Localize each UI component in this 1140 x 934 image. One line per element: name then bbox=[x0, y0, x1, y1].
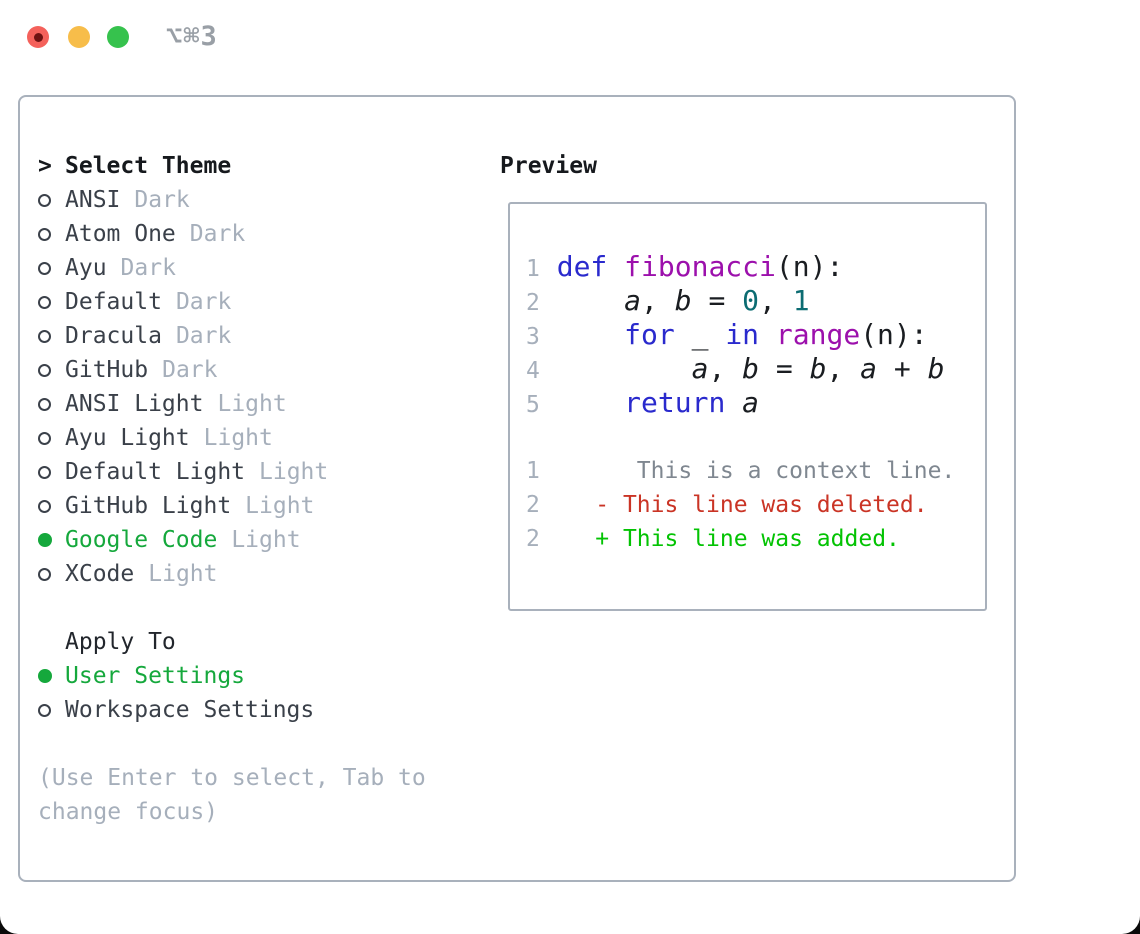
theme-variant: Light bbox=[203, 425, 273, 451]
theme-option-ansi[interactable]: ANSI Dark bbox=[38, 183, 483, 217]
code-line: 3 for _ in range(n): bbox=[526, 318, 928, 351]
radio-icon bbox=[38, 363, 65, 377]
code-line: 1 def fibonacci(n): bbox=[526, 250, 844, 283]
radio-icon bbox=[38, 703, 65, 717]
theme-variant: Dark bbox=[175, 289, 232, 315]
select-theme-label: Select Theme bbox=[65, 153, 232, 179]
theme-option-atom-one[interactable]: Atom One Dark bbox=[38, 217, 483, 251]
code-line: 4 a, b = b, a + b bbox=[526, 352, 945, 385]
theme-option-dracula[interactable]: Dracula Dark bbox=[38, 319, 483, 353]
theme-option-default-light[interactable]: Default Light Light bbox=[38, 455, 483, 489]
theme-option-ayu[interactable]: Ayu Dark bbox=[38, 251, 483, 285]
theme-name: ANSI Light bbox=[65, 391, 204, 417]
theme-option-xcode[interactable]: XCode Light bbox=[38, 557, 483, 591]
unsaved-dot-icon bbox=[33, 32, 43, 42]
titlebar: ⌥⌘3 bbox=[0, 0, 1140, 72]
theme-variant: Dark bbox=[134, 187, 190, 213]
theme-name: GitHub bbox=[65, 357, 149, 383]
apply-target-name: Workspace Settings bbox=[65, 697, 315, 723]
theme-name: GitHub Light bbox=[65, 493, 232, 519]
window-title-shortcut: ⌥⌘3 bbox=[166, 21, 218, 52]
minimize-button[interactable] bbox=[68, 26, 90, 48]
code-line: 2 a, b = 0, 1 bbox=[526, 284, 810, 317]
apply-to-label: Apply To bbox=[65, 629, 176, 655]
theme-variant: Light bbox=[231, 527, 301, 553]
radio-icon bbox=[38, 431, 65, 445]
theme-name: Atom One bbox=[65, 221, 176, 247]
theme-variant: Light bbox=[245, 493, 315, 519]
radio-icon bbox=[38, 295, 65, 309]
theme-name: ANSI bbox=[65, 187, 121, 213]
diff-line: 2 + This line was added. bbox=[526, 526, 900, 552]
zoom-button[interactable] bbox=[107, 26, 129, 48]
theme-name: Ayu Light bbox=[65, 425, 190, 451]
theme-option-github[interactable]: GitHub Dark bbox=[38, 353, 483, 387]
theme-variant: Dark bbox=[162, 357, 218, 383]
select-theme-header: > Select Theme bbox=[38, 149, 483, 183]
radio-selected-icon bbox=[38, 669, 65, 683]
radio-icon bbox=[38, 193, 65, 207]
radio-icon bbox=[38, 227, 65, 241]
diff-preview: 1 This is a context line. 2 - This line w… bbox=[526, 454, 955, 556]
radio-selected-icon bbox=[38, 533, 65, 547]
theme-name: XCode bbox=[65, 561, 135, 587]
theme-name: Dracula bbox=[65, 323, 162, 349]
theme-name: Default bbox=[65, 289, 162, 315]
radio-icon bbox=[38, 465, 65, 479]
theme-name: Ayu bbox=[65, 255, 107, 281]
code-line: 5 return a bbox=[526, 386, 760, 419]
close-button[interactable] bbox=[27, 26, 49, 48]
apply-to-header: Apply To bbox=[38, 625, 483, 659]
theme-variant: Light bbox=[148, 561, 218, 587]
apply-target-option-user-settings[interactable]: User Settings bbox=[38, 659, 483, 693]
theme-variant: Dark bbox=[120, 255, 176, 281]
theme-variant: Light bbox=[217, 391, 287, 417]
radio-icon bbox=[38, 261, 65, 275]
spacer bbox=[38, 591, 483, 625]
apply-target-option-workspace-settings[interactable]: Workspace Settings bbox=[38, 693, 483, 727]
help-hint: (Use Enter to select, Tab to change focu… bbox=[38, 765, 426, 825]
radio-icon bbox=[38, 567, 65, 581]
theme-variant: Light bbox=[259, 459, 329, 485]
theme-variant: Dark bbox=[189, 221, 246, 247]
cursor-caret-icon: > bbox=[38, 153, 52, 179]
theme-option-google-code[interactable]: Google Code Light bbox=[38, 523, 483, 557]
radio-icon bbox=[38, 329, 65, 343]
theme-option-github-light[interactable]: GitHub Light Light bbox=[38, 489, 483, 523]
preview-header: Preview bbox=[500, 153, 597, 179]
diff-line: 2 - This line was deleted. bbox=[526, 492, 928, 518]
theme-option-ansi-light[interactable]: ANSI Light Light bbox=[38, 387, 483, 421]
theme-option-ayu-light[interactable]: Ayu Light Light bbox=[38, 421, 483, 455]
diff-line: 1 This is a context line. bbox=[526, 458, 956, 484]
theme-name: Default Light bbox=[65, 459, 246, 485]
radio-icon bbox=[38, 397, 65, 411]
radio-icon bbox=[38, 499, 65, 513]
theme-name: Google Code bbox=[65, 527, 218, 553]
theme-variant: Dark bbox=[175, 323, 232, 349]
spacer bbox=[38, 727, 483, 761]
theme-option-default[interactable]: Default Dark bbox=[38, 285, 483, 319]
apply-target-name: User Settings bbox=[65, 663, 246, 689]
